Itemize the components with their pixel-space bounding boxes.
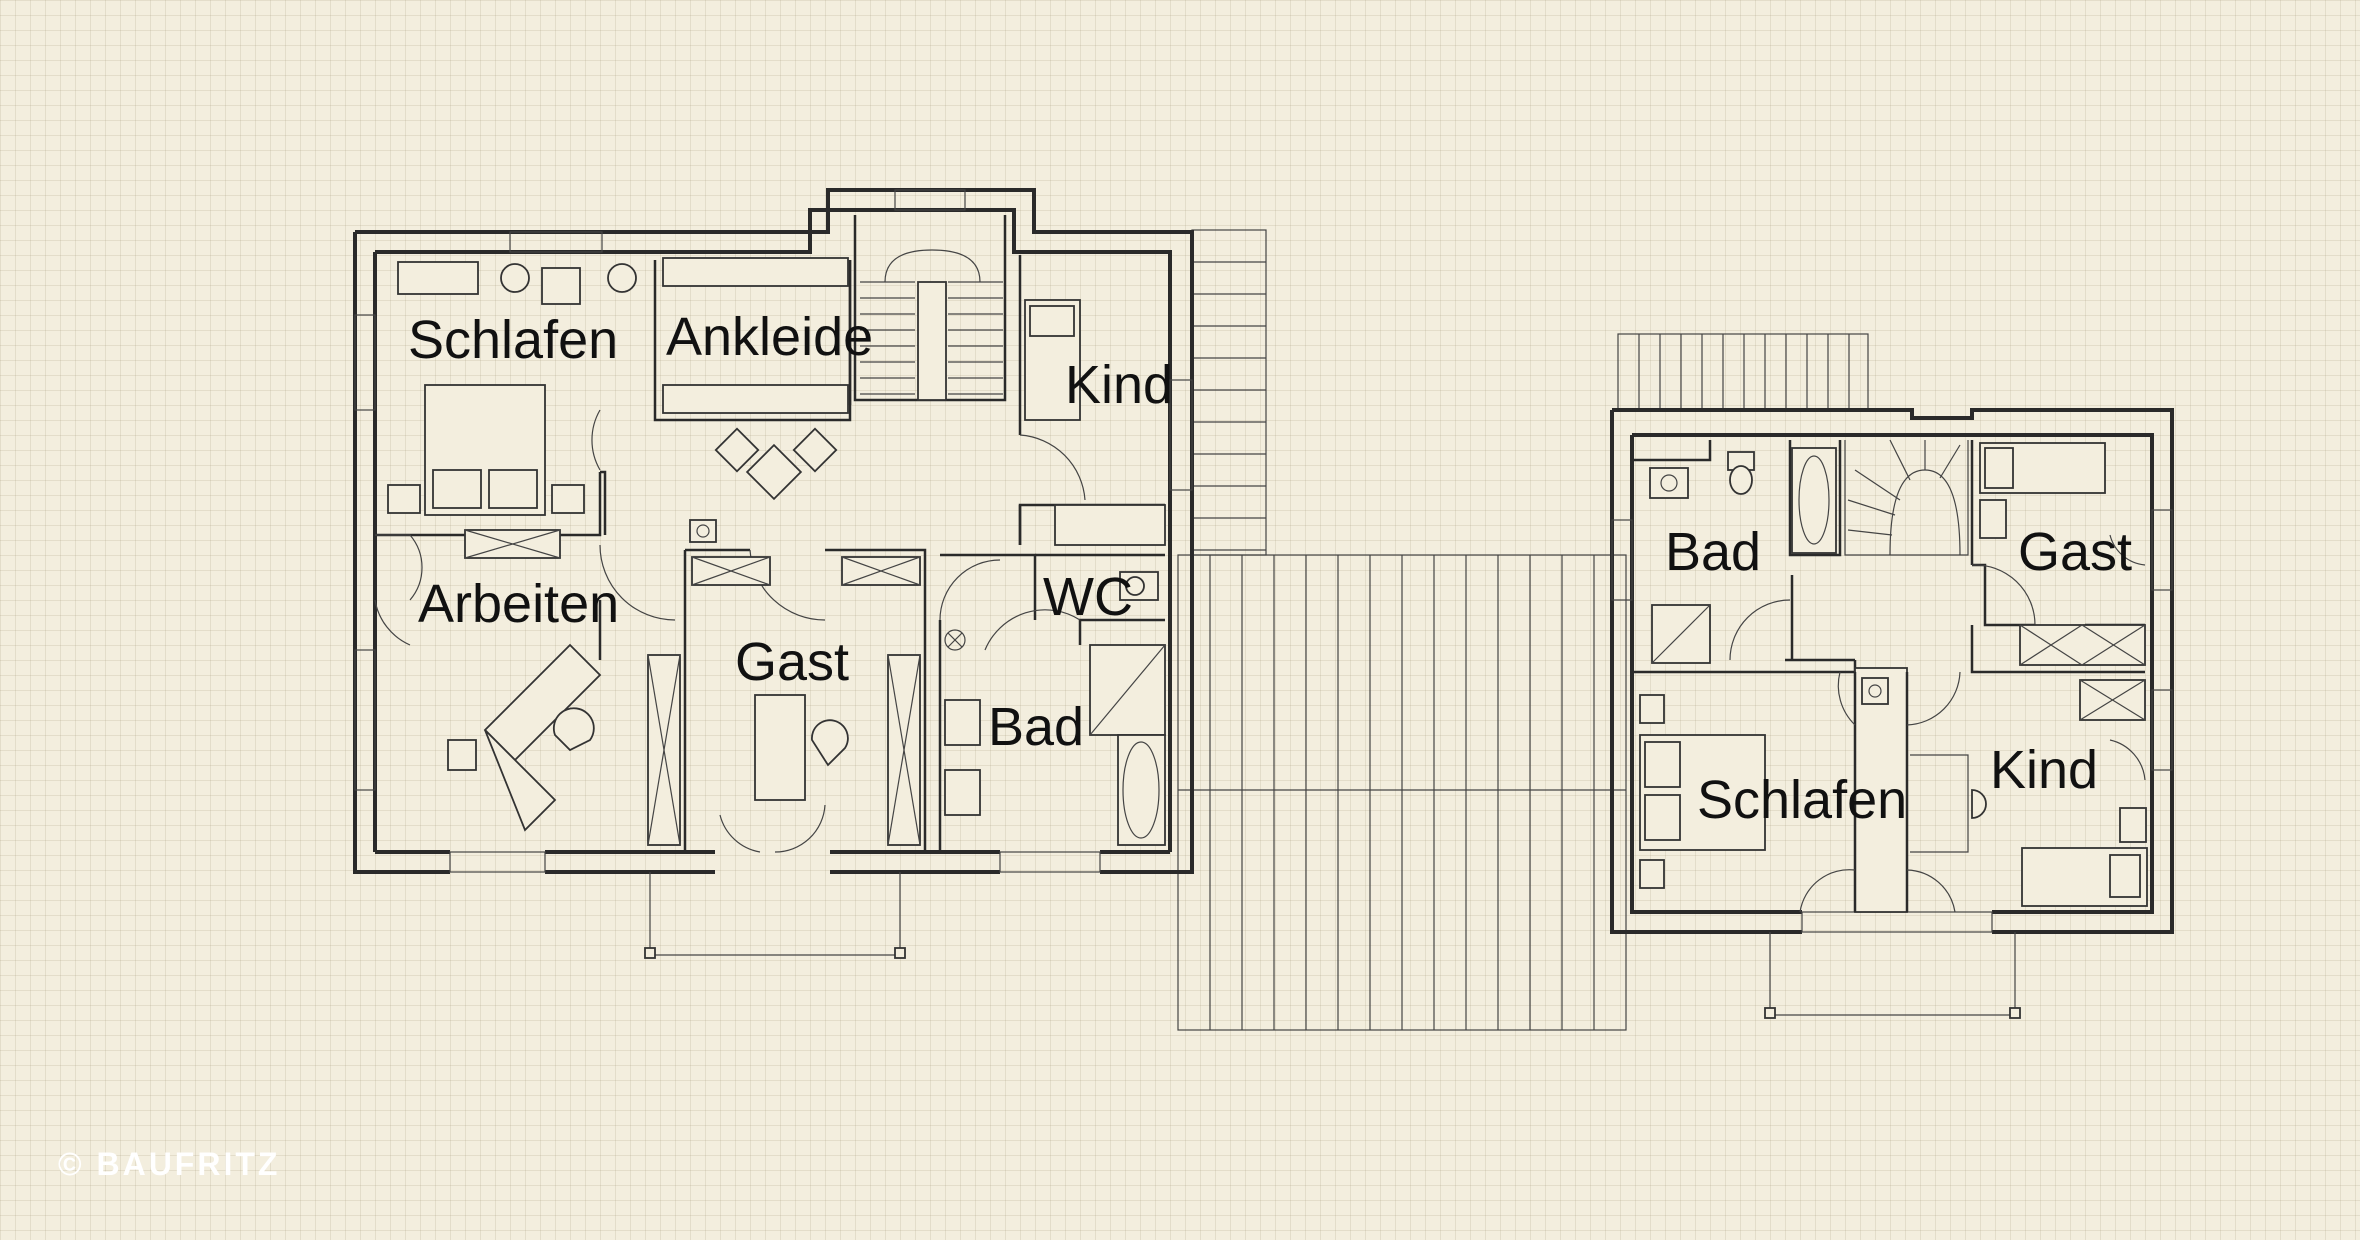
- chimney: [689, 519, 717, 543]
- sink-icon: [944, 629, 981, 816]
- desk-icon: [1910, 754, 1987, 853]
- room-label-schlafen-right: Schlafen: [1697, 770, 1907, 830]
- room-label-wc: WC: [1043, 567, 1133, 627]
- right-building: [1610, 408, 2174, 1019]
- desk-icon: [1054, 504, 1166, 546]
- room-label-bad-right: Bad: [1665, 522, 1761, 582]
- closet: [1854, 667, 1908, 913]
- chair-icon: [500, 263, 530, 293]
- terrace-deck: [1177, 554, 1627, 1031]
- chair-icon: [607, 263, 637, 293]
- copyright-notice: © BAUFRITZ: [58, 1146, 281, 1182]
- chair-icon: [811, 719, 849, 767]
- room-label-kind-right: Kind: [1990, 740, 2098, 800]
- right-balcony-deck: [1617, 333, 1869, 411]
- shower-icon: [1651, 604, 1711, 664]
- bed-icon: [754, 694, 806, 801]
- toilet-icon: [1727, 451, 1755, 495]
- toilet-icon: [1119, 571, 1159, 601]
- windows: [354, 189, 1193, 873]
- room-label-arbeiten: Arbeiten: [418, 574, 619, 634]
- closets: [2019, 624, 2146, 721]
- nightstand: [541, 267, 581, 305]
- bathtub-icon: [1117, 734, 1166, 846]
- closets: [464, 257, 921, 846]
- dresser: [397, 261, 479, 295]
- room-label-kind-left: Kind: [1065, 355, 1173, 415]
- left-balcony-deck: [1191, 229, 1267, 556]
- room-label-ankleide: Ankleide: [666, 307, 873, 367]
- door-swing-icon: [1729, 534, 2146, 913]
- stair-icon: [1844, 439, 1969, 556]
- bed-icon: [1639, 694, 1766, 889]
- bathtub-icon: [1791, 447, 1837, 554]
- room-label-gast-right: Gast: [2018, 522, 2132, 582]
- desk-icon: [447, 643, 602, 832]
- stair-icon: [860, 249, 1003, 401]
- left-building: [353, 188, 1194, 959]
- shower-icon: [1089, 644, 1166, 736]
- room-label-gast-left: Gast: [735, 632, 849, 692]
- room-label-bad-left: Bad: [988, 697, 1084, 757]
- bed-icon: [387, 384, 585, 516]
- lounge-chairs: [714, 427, 838, 501]
- room-label-schlafen-left: Schlafen: [408, 310, 618, 370]
- sink-icon: [1649, 467, 1689, 499]
